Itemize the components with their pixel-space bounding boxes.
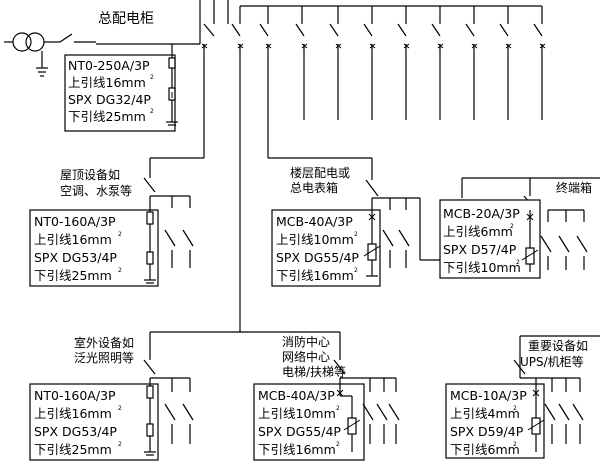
main-incoming-breaker <box>59 33 96 43</box>
terminal-label: 终端箱 <box>556 180 592 195</box>
fire-panel-box <box>253 378 365 461</box>
floor-label-line2: 总电表箱 <box>290 180 338 195</box>
outdoor-upper-lead-sup: 2 <box>118 405 122 412</box>
floor-spd-model: SPX DG55/4P <box>276 250 359 265</box>
terminal-spd-model: SPX D57/4P <box>443 242 517 257</box>
main-panel-box <box>64 44 178 132</box>
roof-label-line1: 屋顶设备如 <box>60 167 120 182</box>
floor-upper-lead: 上引线10mm <box>276 232 354 247</box>
terminal-upper-lead-sup: 2 <box>510 223 514 230</box>
main-upper-lead-sup: 2 <box>150 74 154 81</box>
fire-upper-lead: 上引线10mm <box>258 406 336 421</box>
roof-breaker-spec: NT0-160A/3P <box>34 214 116 229</box>
outdoor-feeder-lines <box>143 331 240 379</box>
ups-outgoing-switches <box>544 378 584 444</box>
terminal-panel-box <box>439 199 541 279</box>
roof-upper-lead: 上引线16mm <box>34 232 112 247</box>
terminal-lower-lead: 下引线10mm <box>443 260 521 275</box>
floor-label-line1: 楼层配电或 <box>290 165 350 180</box>
fire-lower-lead-sup: 2 <box>336 441 340 448</box>
main-panel-title: 总配电柜 <box>98 11 154 27</box>
ups-label-line2: UPS/机柜等 <box>520 355 584 369</box>
main-lower-lead-sup: 2 <box>150 108 154 115</box>
fire-label-line2: 网络中心 <box>282 349 330 364</box>
roof-feeder-lines <box>143 140 205 197</box>
outdoor-spd-model: SPX DG53/4P <box>34 424 117 439</box>
ups-lower-lead-sup: 2 <box>513 441 517 448</box>
outdoor-label-line2: 泛光照明等 <box>74 351 134 365</box>
ups-upper-lead-sup: 2 <box>513 405 517 412</box>
outdoor-panel-box <box>29 378 159 461</box>
ups-upper-lead: 上引线4mm <box>450 406 520 421</box>
ups-label-line1: 重要设备如 <box>528 338 588 353</box>
floor-panel-box <box>271 198 381 287</box>
terminal-breaker-spec: MCB-20A/3P <box>443 206 520 221</box>
transformer-symbol <box>4 32 60 77</box>
main-lower-lead: 下引线25mm <box>68 109 146 124</box>
outdoor-upper-lead: 上引线16mm <box>34 406 112 421</box>
floor-outgoing-switches <box>382 198 440 268</box>
roof-upper-lead-sup: 2 <box>118 231 122 238</box>
outdoor-label-line1: 室外设备如 <box>74 335 134 350</box>
fire-upper-lead-sup: 2 <box>336 405 340 412</box>
outdoor-lower-lead-sup: 2 <box>118 441 122 448</box>
roof-spd-model: SPX DG53/4P <box>34 250 117 265</box>
fire-breaker-spec: MCB-40A/3P <box>258 388 335 403</box>
terminal-lower-lead-sup: 2 <box>516 259 520 266</box>
fire-feeder-lines <box>240 331 396 379</box>
feeder-isolators <box>201 5 546 332</box>
main-spd-model: SPX DG32/4P <box>68 92 151 107</box>
outdoor-lower-lead: 下引线25mm <box>34 442 112 457</box>
fire-label-line3: 电梯/扶梯等 <box>282 364 346 379</box>
fire-spd-model: SPX DG55/4P <box>258 424 341 439</box>
floor-breaker-spec: MCB-40A/3P <box>276 214 353 229</box>
fire-outgoing-switches <box>362 378 400 444</box>
main-busbars <box>96 0 229 45</box>
fire-lower-lead: 下引线16mm <box>258 442 336 457</box>
terminal-upper-lead: 上引线6mm <box>443 224 513 239</box>
ups-panel-box <box>445 378 545 459</box>
outdoor-outgoing-switches <box>164 378 194 444</box>
main-upper-lead: 上引线16mm <box>68 75 146 90</box>
roof-panel-box <box>29 196 159 287</box>
roof-lower-lead-sup: 2 <box>118 267 122 274</box>
roof-label-line2: 空调、水泵等 <box>60 184 132 198</box>
floor-feeder-lines <box>267 150 420 199</box>
floor-upper-lead-sup: 2 <box>354 231 358 238</box>
floor-lower-lead: 下引线16mm <box>276 268 354 283</box>
ups-breaker-spec: MCB-10A/3P <box>450 388 527 403</box>
ups-feeder-lines <box>513 335 600 379</box>
floor-lower-lead-sup: 2 <box>354 267 358 274</box>
roof-lower-lead: 下引线25mm <box>34 268 112 283</box>
terminal-outgoing-switches <box>540 209 588 270</box>
ups-lower-lead: 下引线6mm <box>450 442 520 457</box>
ups-spd-model: SPX D59/4P <box>450 424 524 439</box>
roof-outgoing-switches <box>164 196 194 268</box>
outdoor-breaker-spec: NT0-160A/3P <box>34 388 116 403</box>
fire-label-line1: 消防中心 <box>282 334 330 349</box>
main-breaker-spec: NT0-250A/3P <box>68 58 150 73</box>
